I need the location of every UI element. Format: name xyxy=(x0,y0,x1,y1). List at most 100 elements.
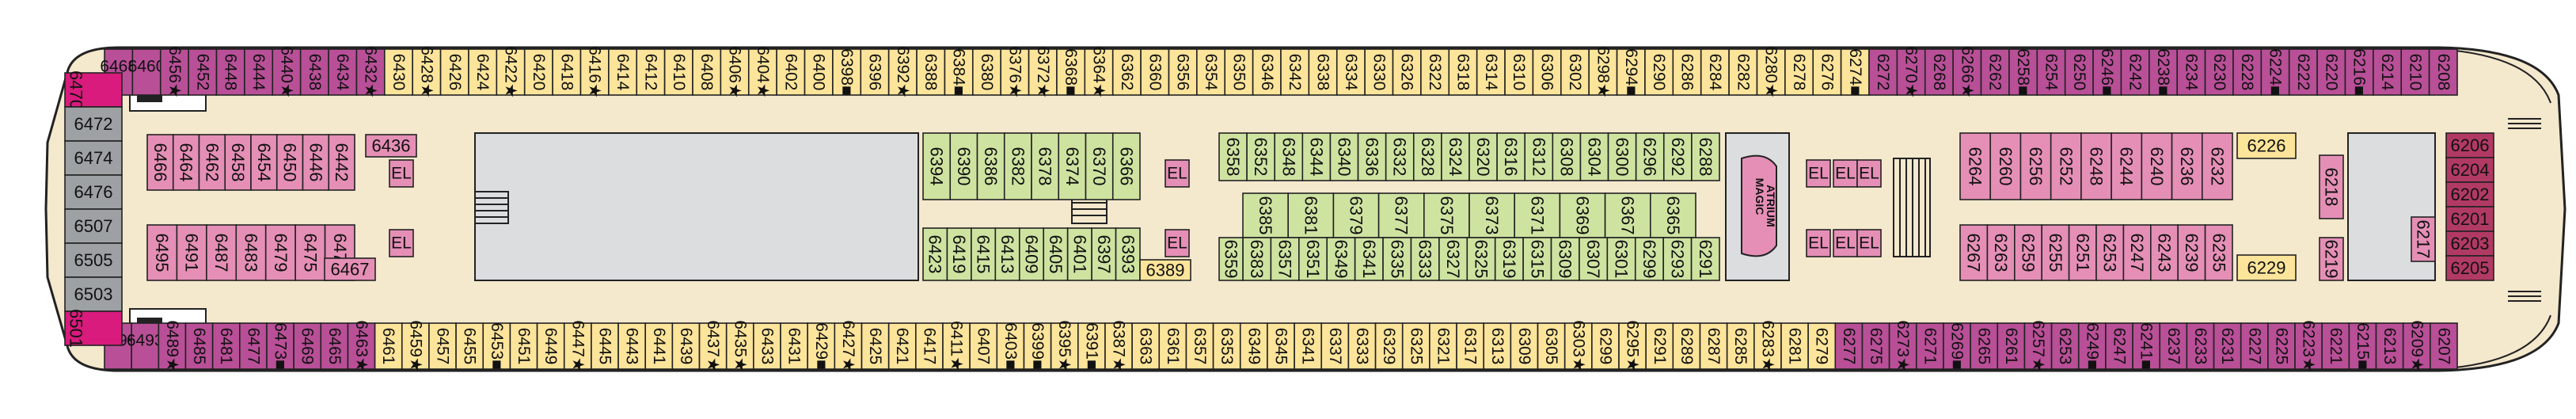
cabin-top[interactable] xyxy=(2316,48,2346,96)
cabin-stern[interactable] xyxy=(2445,230,2494,257)
cabin-bottom[interactable] xyxy=(1591,322,1620,370)
cabin-bottom[interactable] xyxy=(482,322,511,370)
cabin-bottom[interactable] xyxy=(1510,322,1539,370)
cabin-bottom[interactable] xyxy=(455,322,484,370)
cabin-top[interactable] xyxy=(1308,48,1338,96)
cabin-mid-inner-lower[interactable] xyxy=(1466,237,1496,281)
cabin-stern[interactable] xyxy=(2445,206,2494,232)
cabin-bottom[interactable] xyxy=(1483,322,1512,370)
cabin-top[interactable] xyxy=(1196,48,1226,96)
cabin-top[interactable] xyxy=(384,48,413,96)
cabin-bottom[interactable] xyxy=(266,322,294,370)
cabin-mid-upper[interactable] xyxy=(1301,132,1332,181)
cabin-bottom[interactable] xyxy=(2321,322,2350,370)
cabin-aft-upper[interactable] xyxy=(2111,132,2143,200)
cabin-bottom[interactable] xyxy=(1320,322,1350,370)
cabin-bottom[interactable] xyxy=(1401,322,1430,370)
cabin-aft-upper[interactable] xyxy=(1989,132,2022,200)
cabin-mid-upper[interactable] xyxy=(1691,132,1720,181)
cabin-bottom[interactable] xyxy=(2267,322,2296,370)
cabin-bottom[interactable] xyxy=(2050,322,2080,370)
cabin-bow[interactable] xyxy=(64,140,123,176)
cabin-bottom[interactable] xyxy=(996,322,1025,370)
cabin-bottom[interactable] xyxy=(2132,322,2161,370)
cabin-bottom[interactable] xyxy=(2430,322,2458,370)
cabin-green-lower[interactable] xyxy=(1043,227,1069,281)
cabin-bow[interactable] xyxy=(64,208,123,244)
cabin-mid-inner-upper[interactable] xyxy=(1332,192,1380,238)
cabin-aft-upper[interactable] xyxy=(2080,132,2112,200)
cabin-mid-upper[interactable] xyxy=(1496,132,1526,181)
cabin-aft-lower[interactable] xyxy=(2204,224,2233,281)
elevator-box[interactable] xyxy=(1856,229,1882,257)
cabin-bottom[interactable] xyxy=(1104,322,1133,370)
cabin-mid-inner-lower[interactable] xyxy=(1690,237,1720,281)
cabin-mid-inner-lower[interactable] xyxy=(1270,237,1300,281)
cabin-bottom[interactable] xyxy=(1347,322,1377,370)
cabin-mid-upper[interactable] xyxy=(1246,132,1276,181)
cabin-aft-lower[interactable] xyxy=(2150,224,2179,281)
cabin-bottom[interactable] xyxy=(1645,322,1674,370)
cabin-top[interactable] xyxy=(2120,48,2150,96)
cabin-green-upper[interactable] xyxy=(1085,132,1114,200)
cabin-green-upper[interactable] xyxy=(1031,132,1060,200)
cabin-fwd-upper[interactable] xyxy=(172,134,200,191)
cabin-aft-lower[interactable] xyxy=(1986,224,2016,281)
cabin-bottom[interactable] xyxy=(1185,322,1214,370)
cabin-bottom[interactable] xyxy=(1807,322,1837,370)
cabin-bottom[interactable] xyxy=(158,322,187,370)
elevator-box[interactable] xyxy=(1833,159,1858,188)
cabin-mid-upper[interactable] xyxy=(1607,132,1637,181)
cabin-mid-inner-upper[interactable] xyxy=(1287,192,1335,238)
cabin-top[interactable] xyxy=(1000,48,1030,96)
cabin-fwd-extra[interactable] xyxy=(365,134,417,158)
cabin-bottom[interactable] xyxy=(1834,322,1864,370)
cabin-top[interactable] xyxy=(1056,48,1086,96)
cabin-bottom[interactable] xyxy=(753,322,781,370)
cabin-top[interactable] xyxy=(1224,48,1254,96)
cabin-aft-lower[interactable] xyxy=(2095,224,2125,281)
cabin-mid-upper[interactable] xyxy=(1385,132,1415,181)
cabin-mid-upper[interactable] xyxy=(1662,132,1693,181)
cabin-green-lower[interactable] xyxy=(1066,227,1092,281)
cabin-bottom[interactable] xyxy=(1943,322,1971,370)
cabin-top[interactable] xyxy=(1335,48,1366,96)
cabin-top[interactable] xyxy=(2176,48,2206,96)
cabin-bottom[interactable] xyxy=(2077,322,2107,370)
cabin-bottom[interactable] xyxy=(1429,322,1457,370)
cabin-bottom[interactable] xyxy=(293,322,322,370)
cabin-bottom[interactable] xyxy=(1023,322,1052,370)
elevator-box[interactable] xyxy=(389,229,414,257)
cabin-top[interactable] xyxy=(2149,48,2178,96)
cabin-top[interactable] xyxy=(944,48,974,96)
cabin-bottom[interactable] xyxy=(861,322,890,370)
cabin-top[interactable] xyxy=(2428,48,2458,96)
cabin-top[interactable] xyxy=(1784,48,1814,96)
cabin-top[interactable] xyxy=(1028,48,1058,96)
cabin-top[interactable] xyxy=(159,48,189,96)
cabin-top[interactable] xyxy=(1952,48,1982,96)
cabin-top[interactable] xyxy=(1896,48,1926,96)
cabin-bottom[interactable] xyxy=(1267,322,1295,370)
cabin-bottom[interactable] xyxy=(2375,322,2404,370)
cabin-aft-lower[interactable] xyxy=(1959,224,1989,281)
cabin-green-upper[interactable] xyxy=(1111,132,1141,200)
cabin-top[interactable] xyxy=(1616,48,1646,96)
cabin-top[interactable] xyxy=(1476,48,1506,96)
cabin-top[interactable] xyxy=(299,48,329,96)
cabin-bottom[interactable] xyxy=(131,322,160,370)
cabin-mid-upper[interactable] xyxy=(1329,132,1359,181)
cabin-bow[interactable] xyxy=(64,174,123,210)
cabin-fwd-upper[interactable] xyxy=(146,134,174,191)
cabin-bottom[interactable] xyxy=(644,322,674,370)
cabin-fwd-lower[interactable] xyxy=(235,224,267,281)
cabin-top[interactable] xyxy=(2260,48,2290,96)
cabin-bottom[interactable] xyxy=(725,322,754,370)
cabin-top[interactable] xyxy=(776,48,806,96)
elevator-box[interactable] xyxy=(389,159,414,188)
cabin-bottom[interactable] xyxy=(1158,322,1187,370)
cabin-bow[interactable] xyxy=(64,276,123,312)
cabin-bottom[interactable] xyxy=(969,322,998,370)
cabin-top[interactable] xyxy=(1840,48,1870,96)
cabin-bottom[interactable] xyxy=(1672,322,1701,370)
